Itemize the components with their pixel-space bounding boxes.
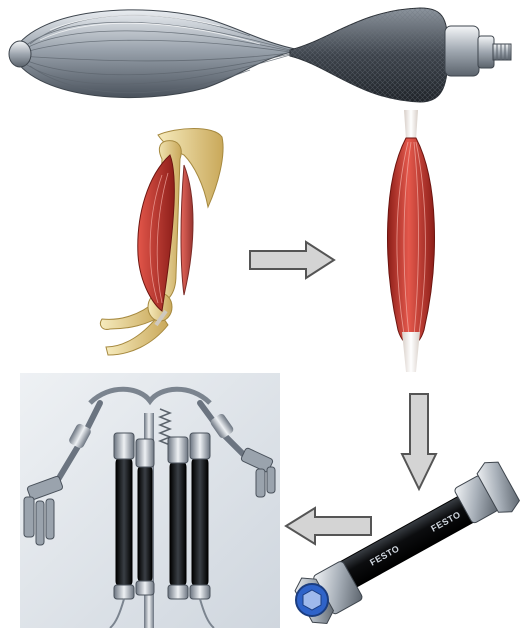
human-arm xyxy=(96,125,236,365)
arrow-right-icon xyxy=(248,240,336,280)
arrow-arm-to-muscle xyxy=(248,240,336,280)
isolated-muscle xyxy=(378,110,444,382)
arrow-left-icon xyxy=(283,506,373,546)
fluidic-muscle-cutaway xyxy=(0,0,521,118)
muscle-fiber-icon xyxy=(378,110,444,382)
arrow-actuator-to-robot xyxy=(283,506,373,546)
humanoid-robot-icon xyxy=(20,373,280,628)
braided-artificial-muscle-icon xyxy=(0,0,521,118)
robot-torso xyxy=(20,373,280,628)
arm-bones-biceps-icon xyxy=(96,125,236,365)
